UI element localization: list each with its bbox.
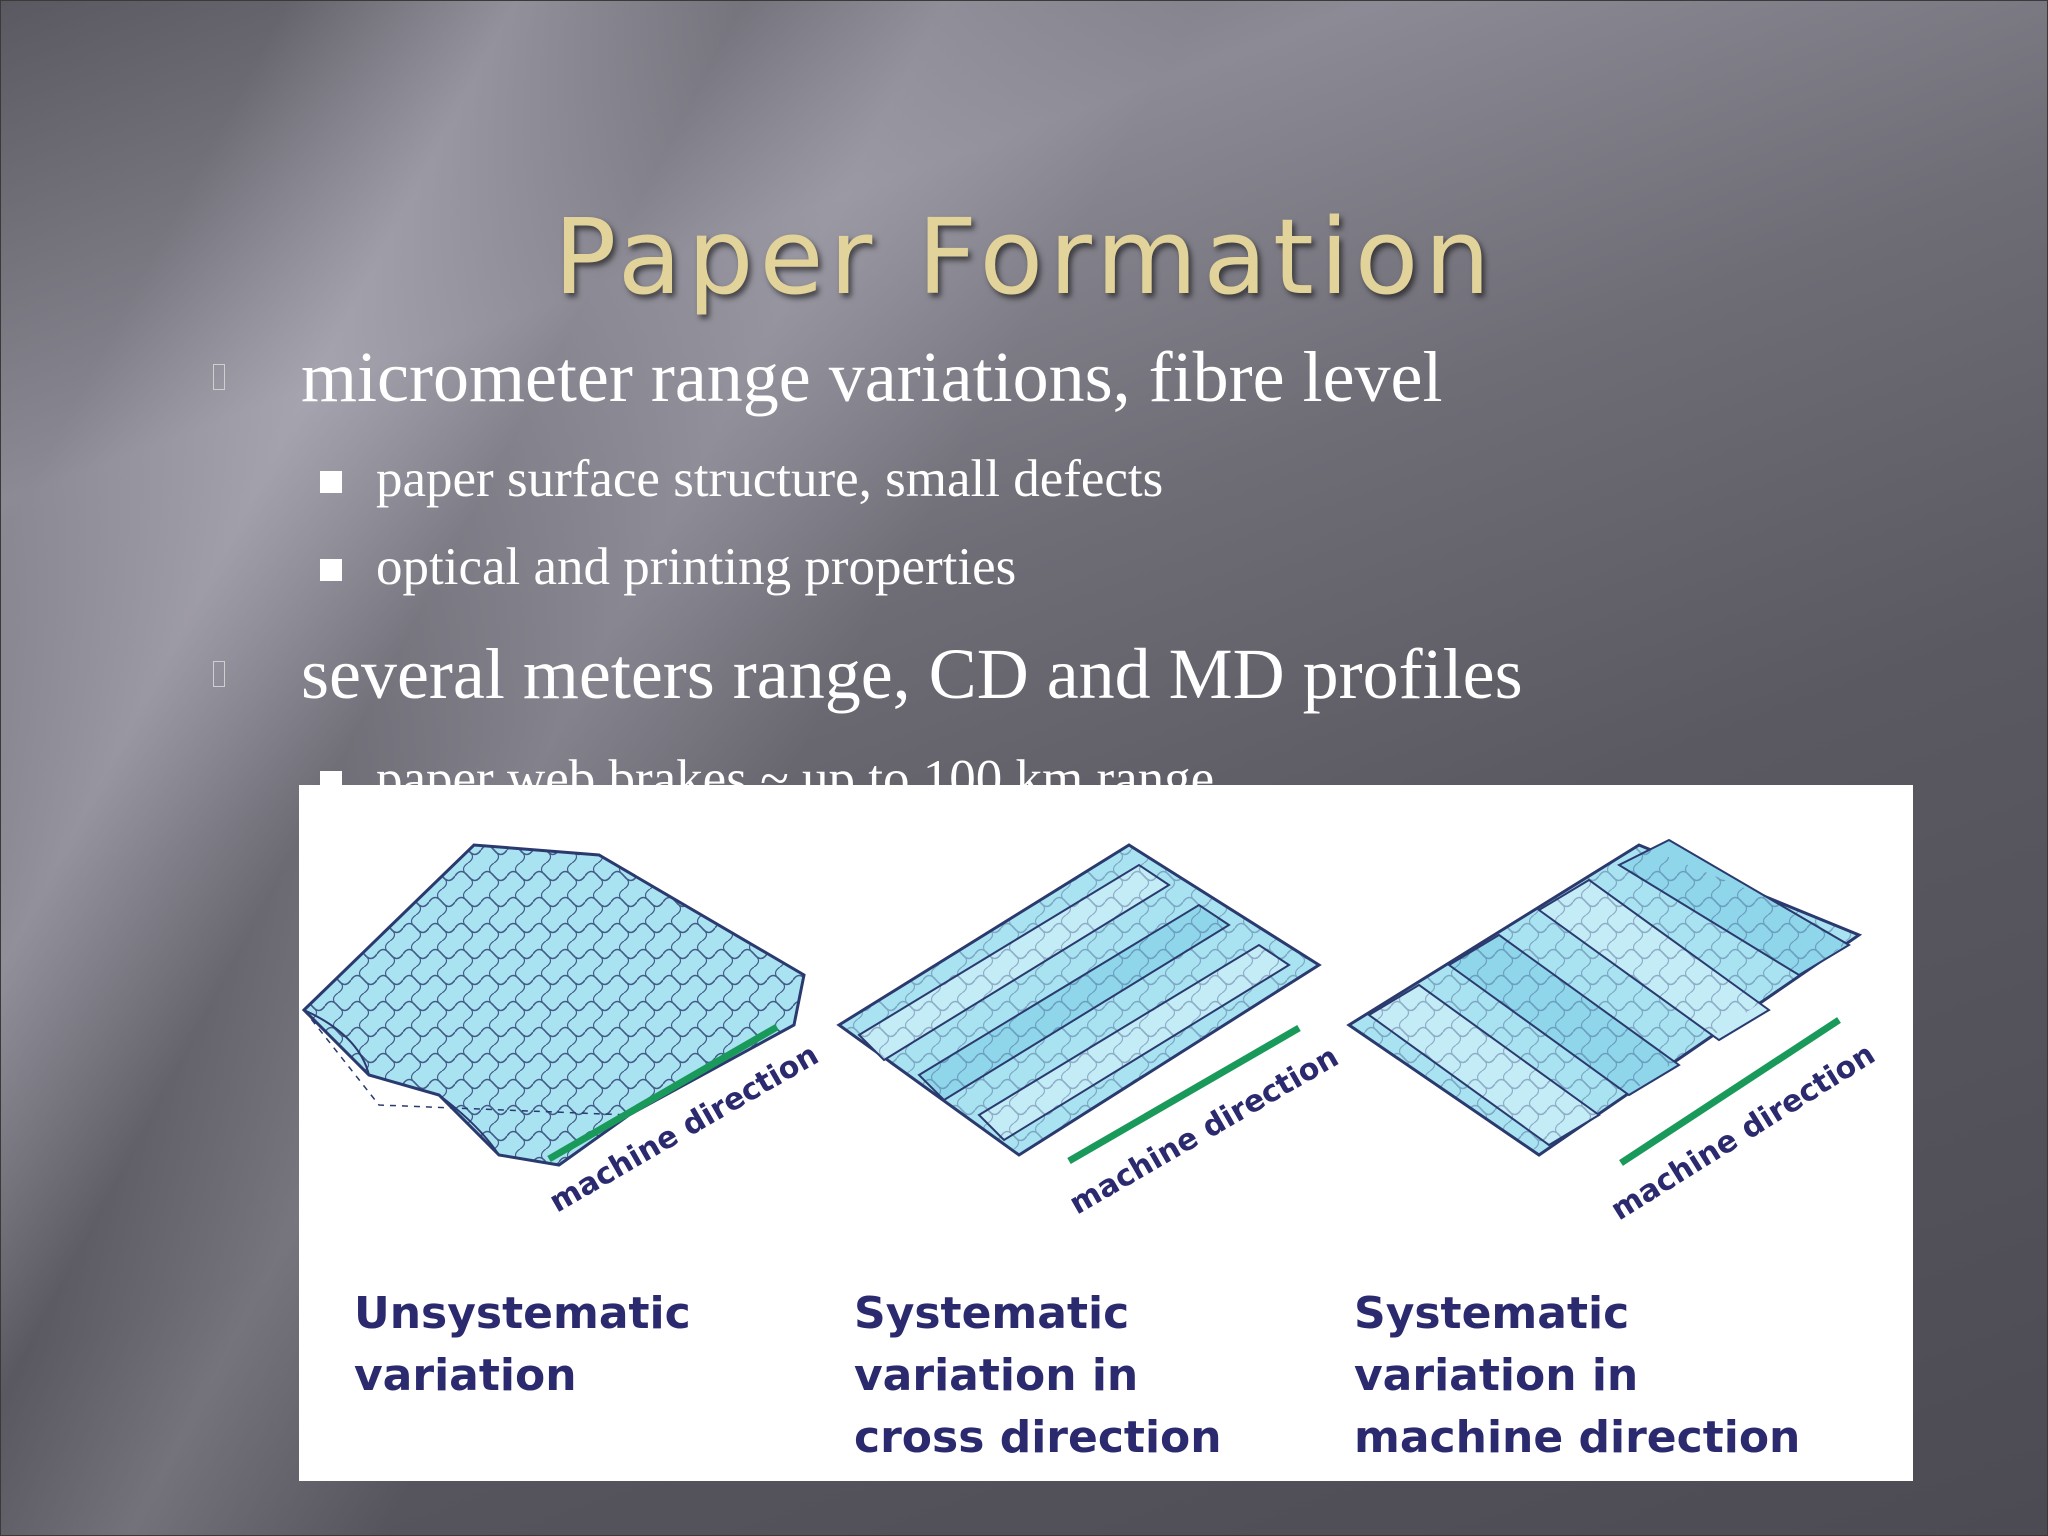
square-bullet-icon (320, 559, 342, 581)
caption-cross-direction: Systematic variation in cross direction (854, 1288, 1222, 1463)
bullet-marker (213, 364, 225, 390)
bullet-2: several meters range, CD and MD profiles (213, 633, 1523, 716)
square-bullet-icon (320, 471, 342, 493)
machine-direction-surface (1346, 838, 1863, 1157)
bullet-2-text: several meters range, CD and MD profiles (301, 634, 1523, 714)
sub-bullet-1-2-text: optical and printing properties (376, 538, 1017, 596)
bullet-marker (213, 661, 225, 687)
caption-machine-direction: Systematic variation in machine directio… (1354, 1288, 1801, 1463)
cross-direction-surface (836, 843, 1322, 1157)
sub-bullet-1-2: optical and printing properties (320, 537, 1017, 597)
formation-figure: machine direction machine direction (299, 785, 1913, 1481)
bullet-1-text: micrometer range variations, fibre level (301, 337, 1443, 417)
direction-line (547, 1023, 779, 1163)
formation-illustration: machine direction machine direction (301, 838, 1881, 1228)
direction-line (1619, 1017, 1841, 1166)
slide-title: Paper Formation (553, 196, 1497, 318)
bullet-1: micrometer range variations, fibre level (213, 336, 1443, 419)
caption-unsystematic: Unsystematic variation (354, 1288, 691, 1401)
sub-bullet-1-1: paper surface structure, small defects (320, 449, 1164, 509)
sub-bullet-1-1-text: paper surface structure, small defects (376, 450, 1164, 508)
direction-line (1067, 1024, 1301, 1165)
